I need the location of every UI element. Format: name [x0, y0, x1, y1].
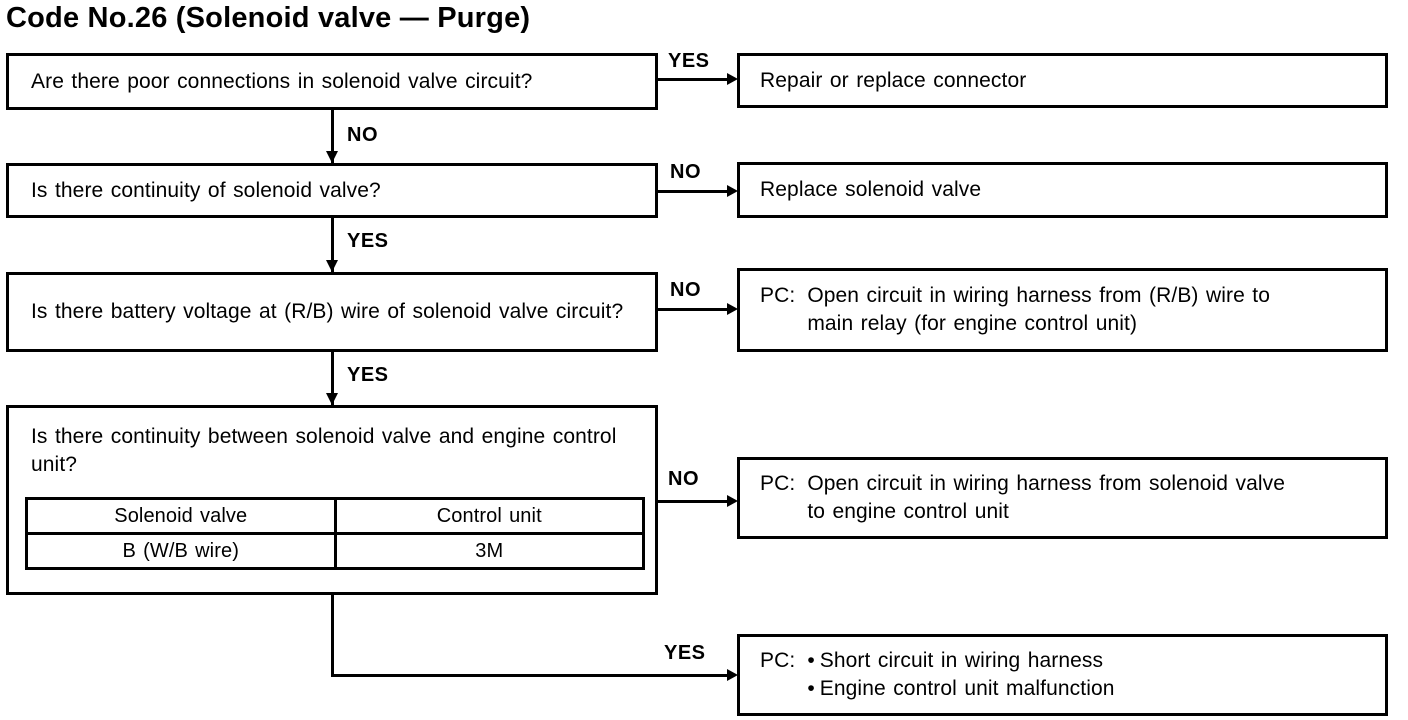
- result-5-text: •Short circuit in wiring harness •Engine…: [807, 647, 1114, 702]
- arrowhead-right-5-icon: [727, 669, 738, 681]
- result-4-line-1: Open circuit in wiring harness from sole…: [807, 472, 1286, 496]
- arrowhead-down-2-icon: [326, 260, 338, 272]
- result-4-line-2: to engine control unit: [807, 500, 1009, 523]
- table-header-row: Solenoid valve Control unit: [25, 497, 645, 535]
- branch-label-3: NO: [670, 279, 701, 301]
- branch-label-1: YES: [668, 50, 710, 72]
- result-3-text: Open circuit in wiring harness from (R/B…: [807, 282, 1270, 337]
- connector-down-1: [331, 110, 334, 163]
- arrowhead-right-3-icon: [727, 303, 738, 315]
- result-5-prefix: PC:: [760, 649, 796, 673]
- table-header-solenoid-valve: Solenoid valve: [25, 497, 337, 535]
- question-1-text: Are there poor connections in solenoid v…: [31, 69, 533, 93]
- result-5-item-2-text: Engine control unit malfunction: [819, 677, 1115, 700]
- result-2-text: Replace solenoid valve: [760, 178, 982, 202]
- result-5-content: PC: •Short circuit in wiring harness •En…: [760, 647, 1115, 702]
- question-box-1: Are there poor connections in solenoid v…: [6, 53, 658, 110]
- result-3-line-1: Open circuit in wiring harness from (R/B…: [807, 284, 1271, 308]
- question-4-text: Is there continuity between solenoid val…: [31, 425, 617, 476]
- result-3-prefix: PC:: [760, 284, 796, 308]
- question-2-text: Is there continuity of solenoid valve?: [31, 178, 381, 202]
- result-4-prefix: PC:: [760, 472, 796, 496]
- page-title: Code No.26 (Solenoid valve — Purge): [6, 2, 531, 34]
- arrowhead-right-4-icon: [727, 495, 738, 507]
- table-row: B (W/B wire) 3M: [25, 532, 645, 570]
- down-label-1: NO: [347, 124, 378, 146]
- connector-down-3: [331, 352, 334, 405]
- result-box-5: PC: •Short circuit in wiring harness •En…: [737, 634, 1388, 716]
- result-box-1: Repair or replace connector: [737, 53, 1388, 108]
- arrowhead-down-1-icon: [326, 151, 338, 163]
- branch-arrow-4: [658, 500, 729, 503]
- branch-label-5: YES: [664, 642, 706, 664]
- connector-down-2: [331, 218, 334, 272]
- table-cell-control-pin: 3M: [333, 532, 645, 570]
- result-5-item-2: •Engine control unit malfunction: [807, 675, 1114, 703]
- down-label-2: YES: [347, 230, 389, 252]
- question-box-4: Is there continuity between solenoid val…: [6, 405, 658, 595]
- result-box-4: PC: Open circuit in wiring harness from …: [737, 457, 1388, 539]
- pin-reference-table: Solenoid valve Control unit B (W/B wire)…: [25, 497, 645, 570]
- branch-label-2: NO: [670, 161, 701, 183]
- connector-final-vertical: [331, 595, 334, 677]
- branch-arrow-3: [658, 308, 729, 311]
- result-4-text: Open circuit in wiring harness from sole…: [807, 470, 1285, 525]
- arrowhead-right-2-icon: [727, 185, 738, 197]
- question-box-3: Is there battery voltage at (R/B) wire o…: [6, 272, 658, 352]
- question-box-2: Is there continuity of solenoid valve?: [6, 163, 658, 218]
- bullet-icon: •: [807, 649, 815, 673]
- question-3-text: Is there battery voltage at (R/B) wire o…: [31, 300, 624, 324]
- result-3-content: PC: Open circuit in wiring harness from …: [760, 282, 1270, 337]
- result-1-text: Repair or replace connector: [760, 68, 1027, 92]
- result-5-item-1: •Short circuit in wiring harness: [807, 647, 1114, 675]
- connector-final-horizontal: [331, 674, 729, 677]
- branch-label-4: NO: [668, 468, 699, 490]
- result-3-line-2: main relay (for engine control unit): [807, 312, 1138, 335]
- table-cell-solenoid-pin: B (W/B wire): [25, 532, 337, 570]
- result-4-content: PC: Open circuit in wiring harness from …: [760, 470, 1285, 525]
- branch-arrow-1: [658, 78, 729, 81]
- arrowhead-down-3-icon: [326, 393, 338, 405]
- result-box-3: PC: Open circuit in wiring harness from …: [737, 268, 1388, 352]
- result-box-2: Replace solenoid valve: [737, 162, 1388, 218]
- arrowhead-right-1-icon: [727, 73, 738, 85]
- branch-arrow-2: [658, 190, 729, 193]
- result-5-item-1-text: Short circuit in wiring harness: [819, 649, 1104, 673]
- table-header-control-unit: Control unit: [333, 497, 645, 535]
- down-label-3: YES: [347, 364, 389, 386]
- bullet-icon: •: [807, 677, 815, 700]
